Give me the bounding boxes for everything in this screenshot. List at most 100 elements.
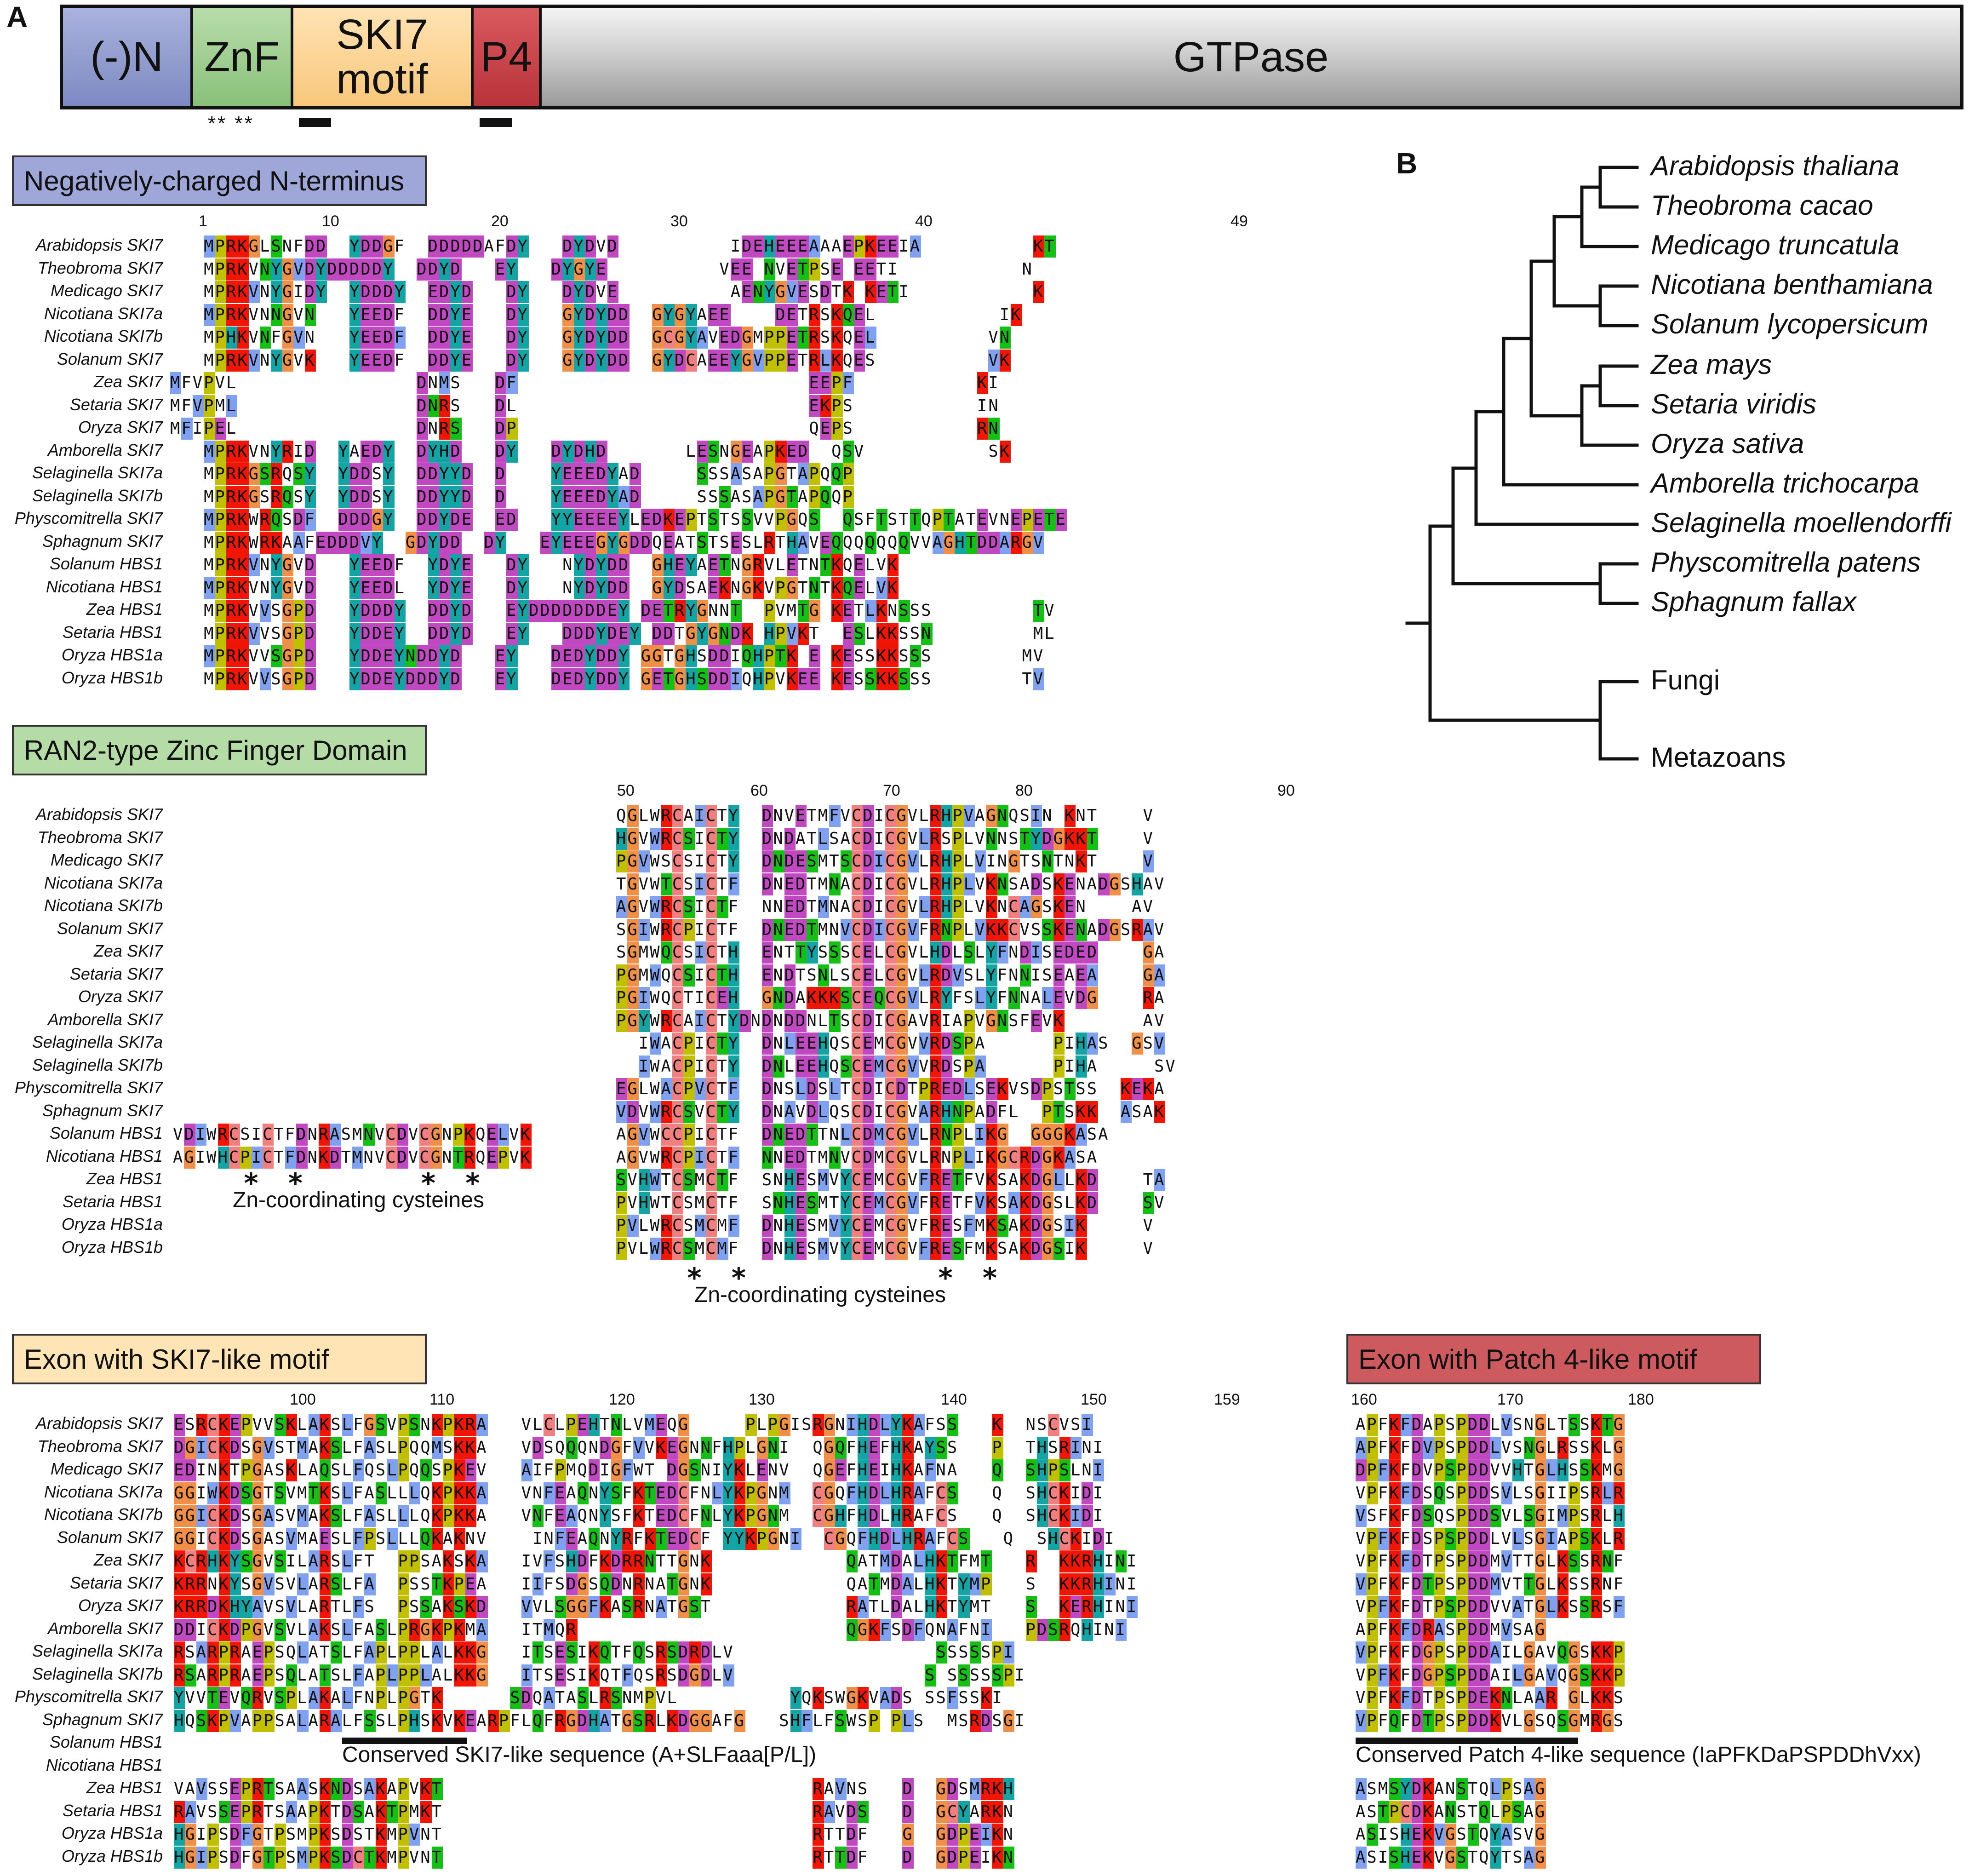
species-label: Nicotiana SKI7a	[44, 873, 163, 892]
sequence-row: PGMWQCSICTH ENDTSNLSCELCGVLRDVSLYFNNISEA…	[616, 964, 1166, 987]
sequence-row: MPRKVVSGPD YDDEYDDDYD EY DEDYDDY GETGHSD…	[170, 668, 1045, 690]
ruler-tick-znf: 80	[1015, 782, 1033, 799]
sequence-row: MFVPML DNRS DL EKPS IN	[170, 395, 1000, 417]
sequence-row: MPRKGLSNFDD YDDGF DDDDDAFDY DYDVD IDEHEE…	[170, 235, 1056, 258]
ruler-tick-ski7: 120	[609, 1391, 635, 1408]
taxon-label: Solanum lycopersicum	[1651, 309, 1929, 339]
sequence-row: MPRKVVSGPD YDDDY DDYD EYDDDDDDDEY DETRYG…	[170, 600, 1056, 622]
species-label: Nicotiana SKI7b	[44, 327, 163, 345]
zn-cysteines-label-main: Zn-coordinating cysteines	[694, 1283, 946, 1307]
sequence-row: MPRKVNYGVD YEEDF YDYE DY NYDYDD GHEYAETN…	[170, 554, 899, 576]
sequence-row: DGICKDSGVSTMAKSLFASLPQQMSKKA VDSQQQNDGFV…	[174, 1436, 1104, 1459]
species-label: Oryza HBS1b	[61, 1237, 163, 1256]
species-label: Oryza SKI7	[78, 418, 163, 436]
sequence-row: ESRCKEPVVSKLAKSLFGSVPSNKPKRA VLCLPEHTNLV…	[174, 1414, 1093, 1436]
species-label: Sphagnum SKI7	[42, 1710, 163, 1729]
ruler-tick-znf: 70	[883, 782, 900, 799]
sequence-row: RAVSSEPRTSAAPKTDSAKTPMKT RAVDS D GCYARKN	[174, 1801, 1014, 1823]
species-label: Nicotiana HBS1	[46, 1755, 163, 1774]
taxon-label: Setaria viridis	[1651, 389, 1817, 419]
sequence-row: VPFKFDSPSPDDLVLSGIAPSKLR	[1356, 1527, 1625, 1550]
ruler-tick-p4: 180	[1628, 1391, 1654, 1408]
domain-patch4: P4	[474, 8, 542, 106]
sequence-row: RSARPRAEPSQLATSLFAPLPPLALKKG ITSESIKQTFQ…	[174, 1641, 1015, 1664]
species-label: Oryza SKI7	[78, 1596, 163, 1615]
sequence-row: VPFKFDTPSPDDVVATGLKSSRSF	[1356, 1596, 1625, 1618]
p4-conserved-bar	[1356, 1738, 1578, 1744]
species-label: Solanum HBS1	[49, 554, 163, 573]
species-label: Oryza HBS1b	[61, 668, 163, 687]
taxon-label: Selaginella moellendorffi	[1651, 507, 1952, 538]
panel-letter-a: A	[6, 0, 28, 34]
sequence-row: VPFKFDTPSPDDMVTTGLKSSRNF	[1356, 1573, 1625, 1595]
ruler-tick-p4: 170	[1497, 1391, 1523, 1408]
species-label: Zea HBS1	[86, 1169, 163, 1188]
species-label: Selaginella SKI7b	[32, 486, 163, 505]
sequence-row: DDICKDPGVSVLAKSLFASLPRGKPKMA ITMQR QGKFS…	[174, 1618, 1127, 1641]
ruler-tick-nterm: 10	[322, 212, 339, 230]
tree-branches	[1405, 166, 1639, 761]
zn-cysteine-stars-main: * * * *	[686, 1262, 998, 1294]
taxon-label: Sphagnum fallax	[1651, 586, 1856, 617]
ruler-tick-nterm: 20	[491, 212, 509, 230]
sequence-row: IWACPICTY DNLEEHQSCEMCGVVRDSPA PIHAS GSV	[616, 1033, 1166, 1055]
sequence-row: HGIPSDFGTPSMPKSDSTKMPVNT RTTDF G GDPEIKN	[174, 1824, 1014, 1846]
species-label: Medicago SKI7	[50, 1459, 163, 1478]
sequence-row: VPFQFDTPSPDDKVLGSQSGMRGS	[1356, 1710, 1625, 1732]
species-label: Solanum SKI7	[57, 349, 163, 368]
section-p4-title: Exon with Patch 4-like motif	[1346, 1334, 1761, 1384]
sequence-row: DPFKFDVPSPDDVVHTGLHSSKMG	[1356, 1459, 1625, 1481]
species-label: Nicotiana SKI7b	[44, 1505, 163, 1524]
sequence-row: EDINKTPGASKLAQSLFQSLPQQSPKEV AIFPMQDIGFW…	[174, 1459, 1105, 1481]
taxon-label: Fungi	[1651, 665, 1720, 695]
taxon-label: Oryza sativa	[1651, 428, 1804, 459]
species-label: Arabidopsis SKI7	[35, 235, 163, 254]
species-label: Selaginella SKI7b	[32, 1055, 163, 1074]
sequence-row: PVLWRCSMCMF DNHESMVYCEMCGVFRESFMKSAKDGSI…	[616, 1215, 1154, 1237]
sequence-row: YVVTEVQRVSPLAKALFNPLPGTK SDQATASLRSNMPVL…	[174, 1687, 1003, 1709]
species-label: Amborella SKI7	[47, 1618, 163, 1638]
species-label: Solanum SKI7	[57, 1527, 163, 1547]
species-label: Setaria HBS1	[62, 622, 163, 642]
sequence-row: KRRDKHYAVSVLARTLFS PSSAKSKD VVLSGGFKASRN…	[174, 1596, 1138, 1618]
species-label: Oryza SKI7	[78, 987, 163, 1006]
sequence-row: AGVWCCPICTF DNEDTTNLCDMCGVLRNPLIKG GGGKA…	[616, 1124, 1110, 1146]
ruler-tick-ski7: 140	[941, 1391, 967, 1408]
ruler-tick-p4: 160	[1351, 1391, 1377, 1408]
species-label: Theobroma SKI7	[37, 1436, 163, 1456]
species-label: Nicotiana HBS1	[46, 1146, 163, 1165]
species-label: Zea SKI7	[93, 372, 163, 391]
species-label: Selaginella SKI7a	[32, 463, 163, 482]
species-label: Amborella SKI7	[47, 440, 163, 459]
ski7-conserved-label: Conserved SKI7-like sequence (A+SLFaaa[P…	[342, 1743, 817, 1767]
sequence-row: VDVWRCSVCTY DNAVDLQSCDICGVARHNPADFL PTSK…	[616, 1101, 1166, 1123]
sequence-row: EGLWACPVCTF DNSLDSLTCDICDTPREDLSEKVSDPST…	[616, 1078, 1165, 1100]
ruler-tick-ski7: 150	[1081, 1391, 1107, 1408]
domain-zinc-finger: ZnF	[193, 8, 293, 106]
taxon-label: Medicago truncatula	[1651, 229, 1900, 260]
sequence-row: MFVPVL DNMS DF EEPF KI	[170, 372, 1000, 394]
species-label: Selaginella SKI7a	[32, 1033, 163, 1051]
sequence-row: VAVSSEPRTSAASKNDSAKAPVKT RAVNS D GDSMRKH	[174, 1778, 1015, 1800]
domain-n-terminus: (-)N	[63, 8, 193, 106]
sequence-row: APFKFDAPSPDDLVSNGLTSSKTG	[1356, 1414, 1625, 1436]
zn-cysteines-label-hbs1: Zn-coordinating cysteines	[233, 1188, 484, 1212]
sequence-row: MPRKGSRQSY YDDSY DDYYD D YEEEDYAD SSSASA…	[170, 463, 854, 485]
sequence-row: SGMWQCSICTH ENTTYSSSCELCGVLHDLSLYFNDISED…	[616, 941, 1165, 964]
sequence-row: GGICKDSGASVMAKSLFASLLLQKPKKA VNFEAQNYSFK…	[174, 1505, 1104, 1527]
sequence-row: MPRKGSRQSY YDDSY DDYYD D YEEEDYAD SSSASA…	[170, 486, 854, 508]
zn-cysteine-stars-hbs1: * * * *	[243, 1167, 481, 1199]
ruler-tick-ski7: 100	[290, 1391, 316, 1408]
species-label: Oryza HBS1b	[61, 1846, 163, 1865]
patch4-underbar	[480, 118, 512, 127]
sequence-row: APFKFDVPSPDDLVSNGLRSSKLG	[1356, 1436, 1625, 1459]
species-label: Solanum SKI7	[57, 918, 163, 938]
ruler-tick-ski7: 110	[429, 1391, 455, 1408]
section-ski7-title: Exon with SKI7-like motif	[12, 1334, 427, 1384]
species-label: Nicotiana SKI7a	[44, 304, 163, 323]
sequence-row: SVHWTCSMCTF SNHESMVYCEMCGVFRETFVKSAKDGLL…	[616, 1169, 1166, 1191]
species-label: Nicotiana SKI7a	[44, 1482, 163, 1501]
sequence-row: VPFKFDSQSPDDSVLSGIIPSRLR	[1356, 1482, 1625, 1504]
sequence-row: MPRKVVSGPD YDDEY DDYD EY DDDYDEY DDTGYGN…	[170, 622, 1056, 645]
species-label: Medicago SKI7	[50, 281, 163, 300]
